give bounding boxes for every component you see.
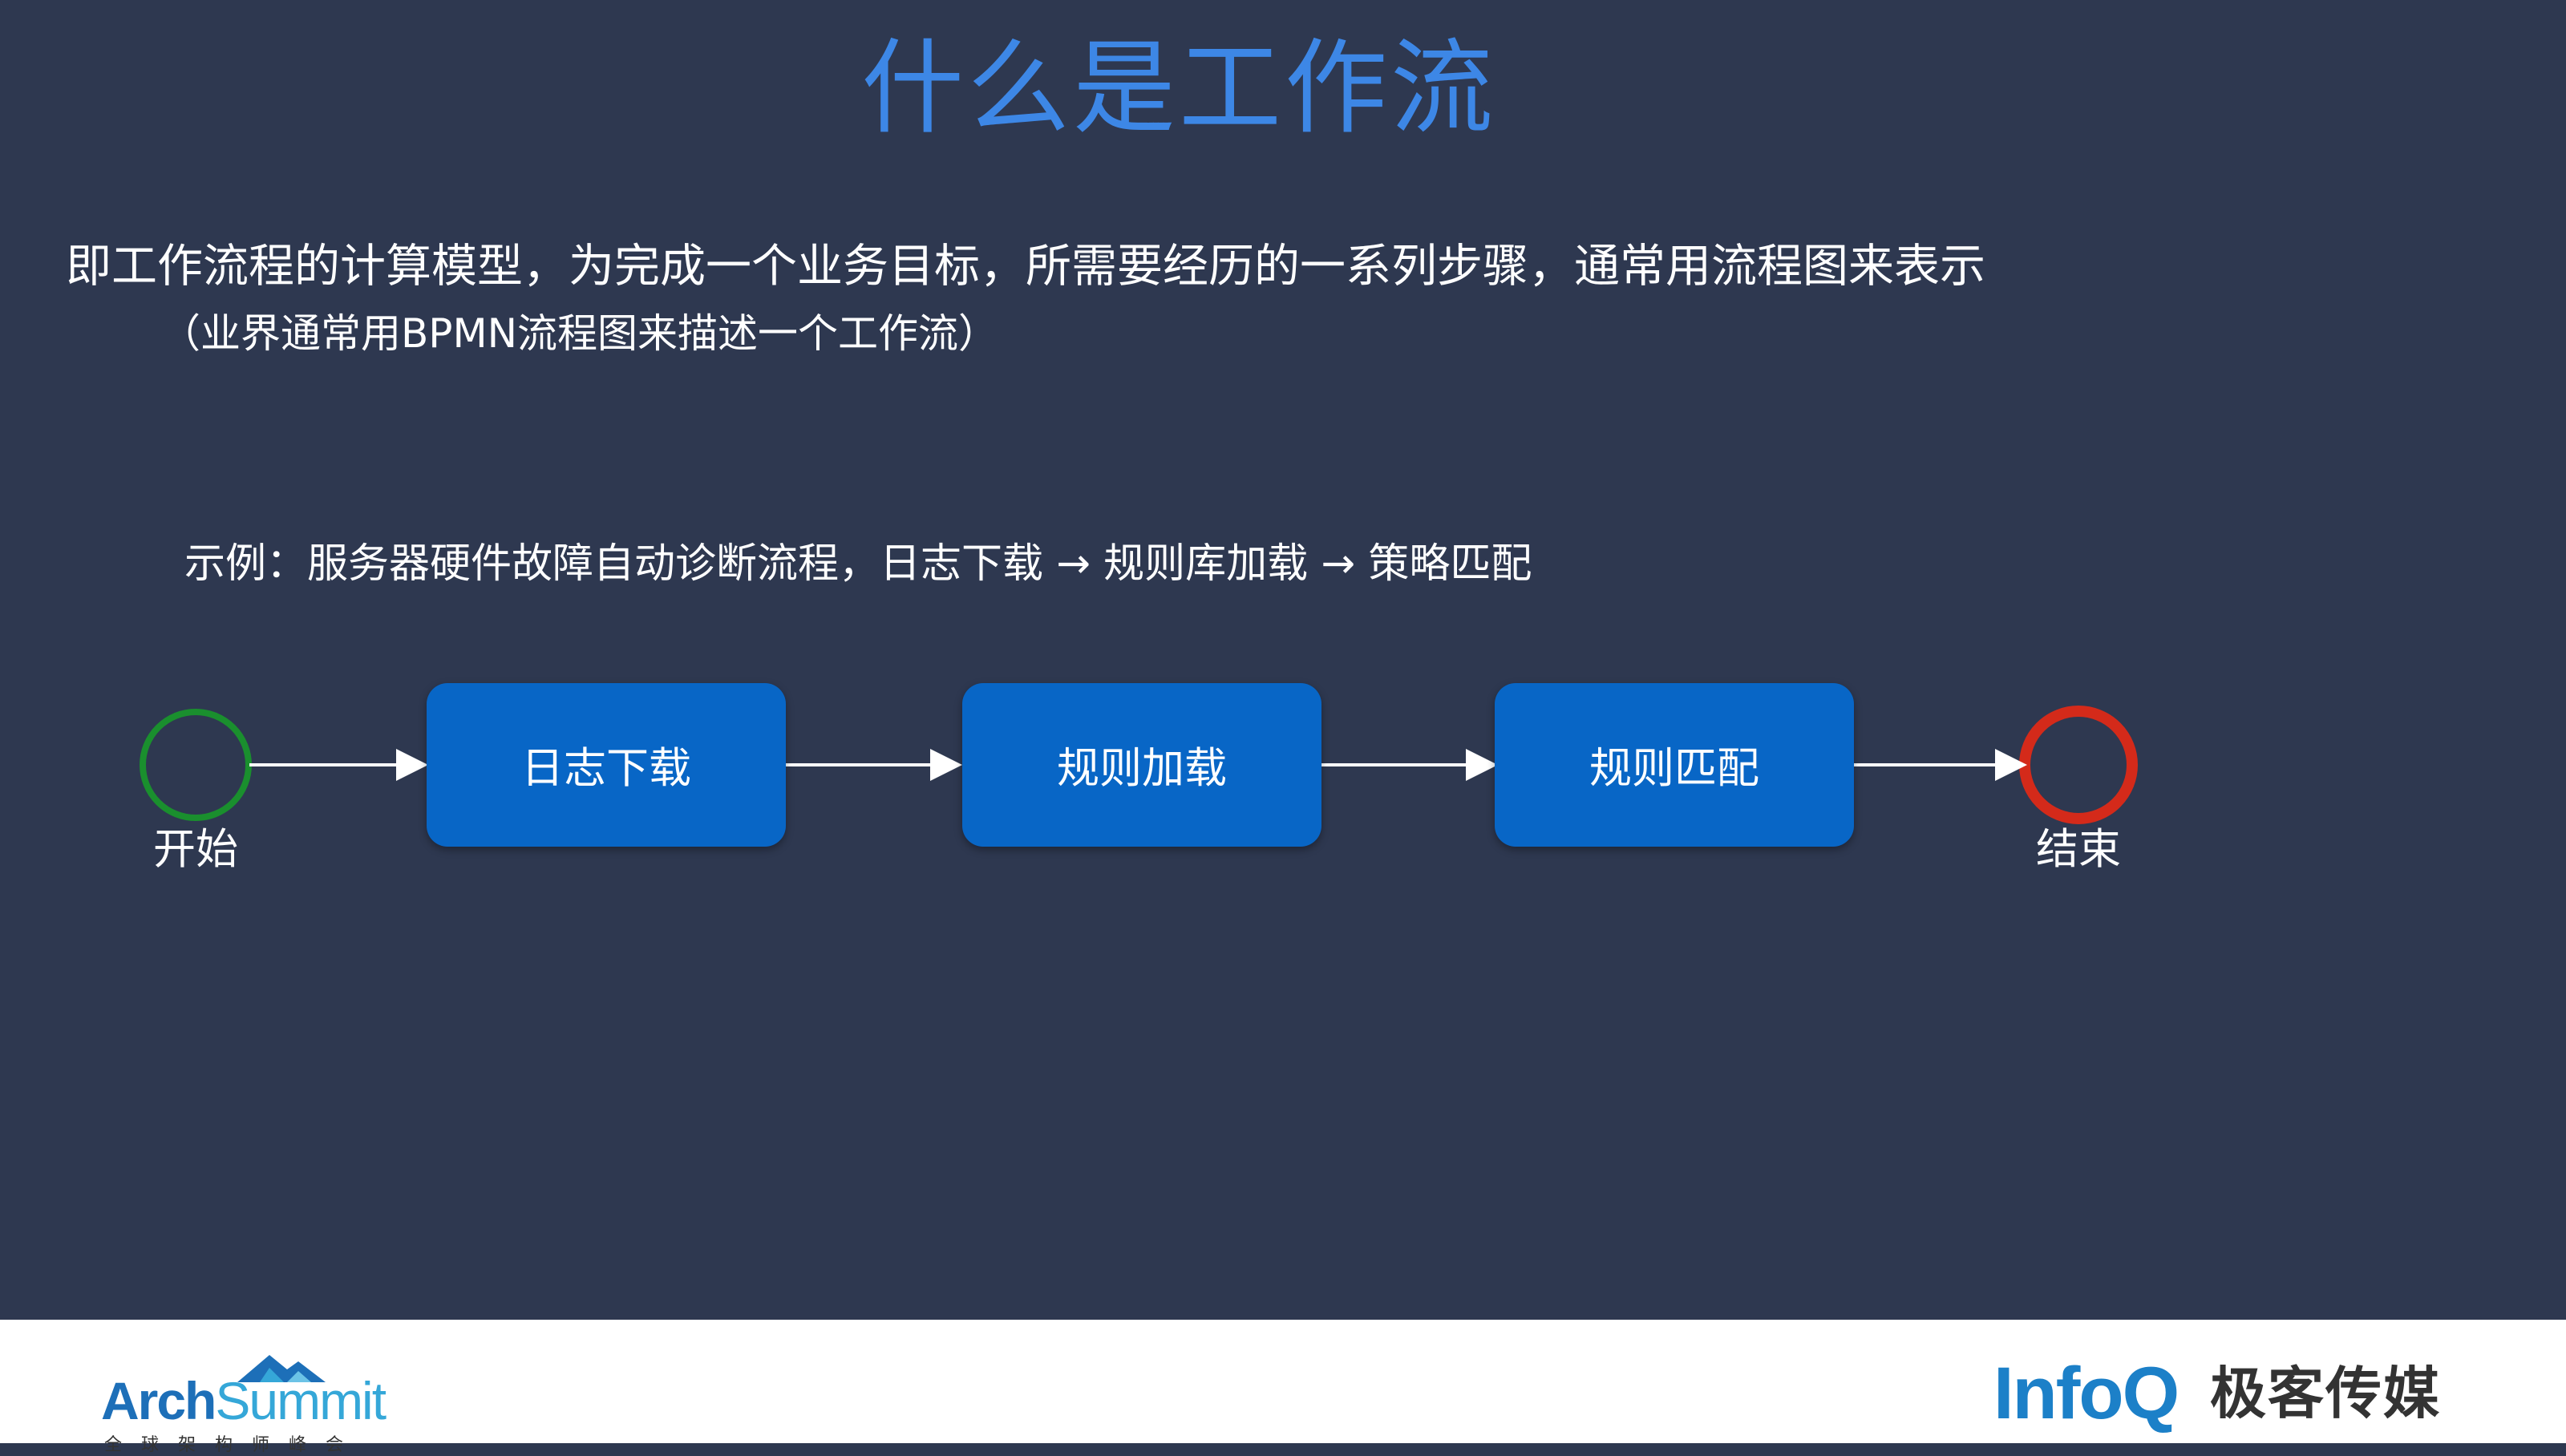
- start-label: 开始: [153, 825, 238, 874]
- end-event: [2019, 706, 2138, 824]
- step-rule-load: 规则加载: [962, 683, 1321, 847]
- infoq-wordmark: InfoQ: [1993, 1353, 2179, 1434]
- archsummit-subtitle: 全球架构师峰会: [104, 1435, 363, 1455]
- mountain-icon: [237, 1355, 326, 1382]
- flow-diagram: [140, 706, 2138, 824]
- definition-text: 即工作流程的计算模型，为完成一个业务目标，所需要经历的一系列步骤，通常用流程图来…: [66, 240, 1985, 293]
- step-rule-match: 规则匹配: [1495, 683, 1854, 847]
- archsummit-logo: ArchSummit 全球架构师峰会: [101, 1353, 387, 1455]
- archsummit-bold: Arch: [101, 1371, 217, 1430]
- step-log-download: 日志下载: [427, 683, 786, 847]
- bpmn-note: （业界通常用BPMN流程图来描述一个工作流）: [160, 310, 998, 357]
- end-label: 结束: [2036, 825, 2121, 874]
- footer: ArchSummit 全球架构师峰会 InfoQ 极客传媒: [0, 1320, 2566, 1455]
- archsummit-wordmark: ArchSummit: [101, 1371, 387, 1430]
- example-text: 示例：服务器硬件故障自动诊断流程，日志下载 → 规则库加载 → 策略匹配: [184, 540, 1532, 588]
- start-event: [140, 709, 252, 821]
- geek-media-text: 极客传媒: [2210, 1361, 2441, 1426]
- slide: 什么是工作流 即工作流程的计算模型，为完成一个业务目标，所需要经历的一系列步骤，…: [66, 29, 2138, 874]
- archsummit-light: Summit: [215, 1371, 387, 1430]
- slide-title: 什么是工作流: [860, 29, 1496, 148]
